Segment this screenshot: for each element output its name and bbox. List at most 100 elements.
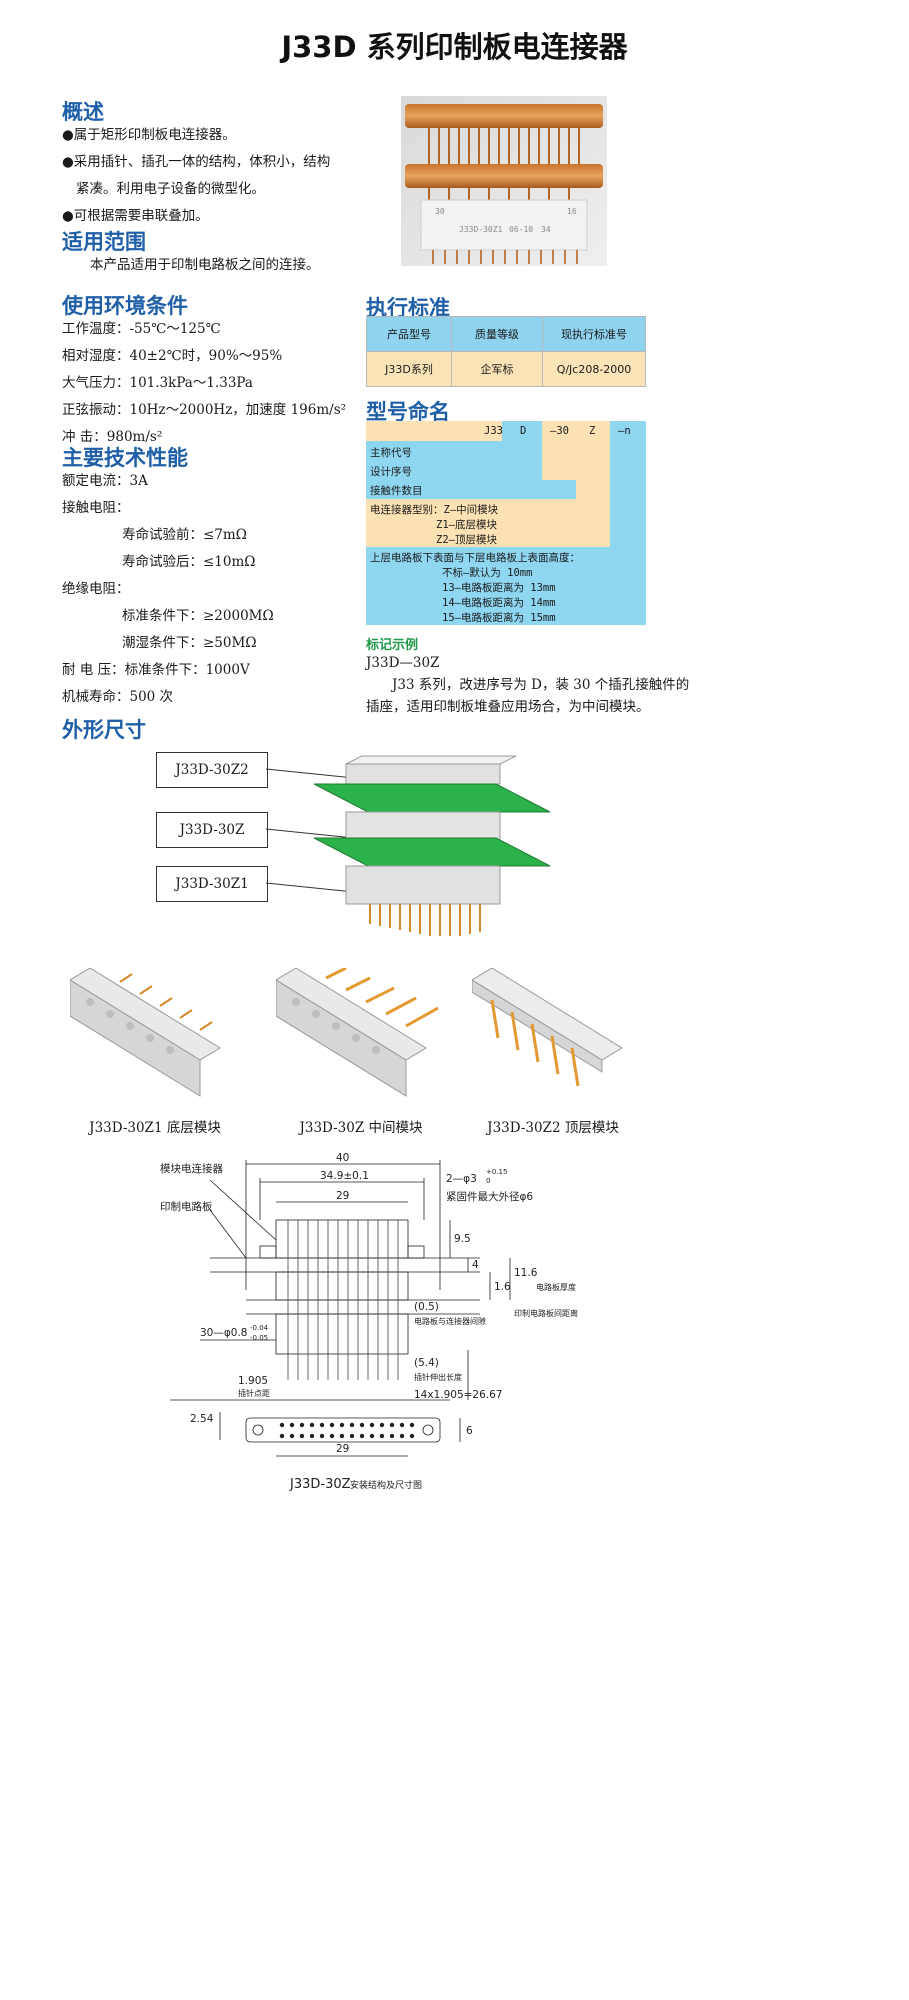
dim-29-bottom: 29 (336, 1443, 349, 1455)
dim-5-4-label: 插针伸出长度 (414, 1372, 462, 1382)
overview-bullet-2: ●采用插针、插孔一体的结构，体积小，结构 (62, 154, 331, 170)
photo-mark-34: 34 (541, 225, 551, 234)
dim-1-905: 1.905 (238, 1375, 268, 1387)
photo-mark-date: 06-10 (509, 225, 533, 234)
bottom-module-illustration (70, 968, 221, 1097)
naming-row-type-z1: Z1—底层模块 (436, 519, 497, 531)
caption-bottom-module: J33D-30Z1 底层模块 (89, 1120, 221, 1136)
dim-6: 6 (466, 1425, 473, 1437)
dim-1-6-label: 电路板厚度 (536, 1282, 576, 1292)
naming-row-height-15: 15—电路板距离为 15mm (442, 612, 556, 624)
drawing-caption-model: J33D-30Z (289, 1477, 351, 1492)
naming-row-design: 设计序号 (370, 466, 412, 478)
dim-fastener: 紧固件最大外径φ6 (446, 1190, 533, 1203)
naming-code-type: Z (589, 425, 596, 437)
env-vibration: 正弦振动：10Hz～2000Hz，加速度 196m/s² (62, 402, 347, 418)
standard-cell-number: Q/Jc208-2000 (542, 351, 646, 387)
stack-label-middle: J33D-30Z (156, 812, 268, 848)
env-humidity: 相对湿度：40±2℃时，90%～95% (62, 348, 283, 364)
spec-life: 机械寿命：500 次 (62, 689, 174, 705)
example-desc-1: J33 系列，改进序号为 D，装 30 个插孔接触件的 (392, 677, 690, 693)
env-pressure: 大气压力：101.3kPa～1.33Pa (62, 375, 253, 391)
naming-row-height-13: 13—电路板距离为 13mm (442, 582, 556, 594)
naming-row-series: 主称代号 (370, 447, 412, 459)
naming-code-design: D (520, 425, 527, 437)
specs-list: 额定电流：3A 接触电阻： 寿命试验前：≤7mΩ 寿命试验后：≤10mΩ 绝缘电… (62, 468, 362, 711)
dim-9-5: 9.5 (454, 1233, 471, 1245)
env-list: 工作温度：-55℃～125℃ 相对湿度：40±2℃时，90%～95% 大气压力：… (62, 316, 352, 451)
dim-pitch: 14x1.905=26.67 (414, 1389, 503, 1401)
spec-contact-before: 寿命试验前：≤7mΩ (122, 527, 247, 543)
standard-col-number: 现执行标准号 (542, 316, 646, 352)
naming-code-series: J33 (484, 425, 503, 437)
example-desc-2: 插座，适用印制板堆叠应用场合，为中间模块。 (366, 699, 650, 715)
dim-1-905-label: 插针点距 (238, 1388, 270, 1398)
dim-pin: 30—φ0.8 (200, 1327, 248, 1339)
dim-40: 40 (336, 1152, 349, 1164)
naming-code-height: —n (618, 425, 631, 437)
spec-insulation-humid: 潮湿条件下：≥50MΩ (122, 635, 257, 651)
dim-holes: 2—φ3 (446, 1173, 477, 1185)
specs-heading: 主要技术性能 (62, 446, 188, 470)
standard-table: 产品型号 质量等级 现执行标准号 J33D系列 企军标 Q/Jc208-2000 (366, 316, 646, 387)
naming-row-height: 上层电路板下表面与下层电路板上表面高度： (370, 552, 580, 564)
naming-heading: 型号命名 (366, 400, 450, 424)
dim-2-54: 2.54 (190, 1413, 214, 1425)
dim-0-5: (0.5) (414, 1301, 439, 1313)
dim-11-6: 11.6 (514, 1267, 538, 1279)
middle-module-illustration (276, 968, 439, 1097)
spec-contact: 接触电阻： (62, 500, 130, 516)
standard-col-model: 产品型号 (366, 316, 452, 352)
photo-mark-16: 16 (567, 207, 577, 216)
naming-code-contacts: —30 (550, 425, 569, 437)
naming-row-height-14: 14—电路板距离为 14mm (442, 597, 556, 609)
top-module-illustration (472, 968, 623, 1087)
standard-cell-grade: 企军标 (451, 351, 543, 387)
example-model: J33D—30Z (366, 655, 440, 671)
photo-mark-30: 30 (435, 207, 445, 216)
dim-holes-tol-lower: 0 (486, 1177, 490, 1185)
spec-insulation-std: 标准条件下：≥2000MΩ (122, 608, 274, 624)
naming-diagram: J33 D —30 Z —n 主称代号 设计序号 接触件数目 电连接器型别：Z—… (366, 421, 646, 625)
caption-middle-module: J33D-30Z 中间模块 (299, 1120, 423, 1136)
overview-bullet-2-cont: 紧凑。利用电子设备的微型化。 (76, 181, 265, 197)
stack-assembly-illustration (266, 755, 551, 936)
standard-cell-model: J33D系列 (366, 351, 452, 387)
example-heading: 标记示例 (366, 638, 419, 653)
overview-bullet-3: ●可根据需要串联叠加。 (62, 208, 209, 224)
dim-pin-tol-upper: -0.04 (250, 1324, 269, 1332)
stack-label-bottom: J33D-30Z1 (156, 866, 268, 902)
spec-current: 额定电流：3A (62, 473, 148, 489)
overview-list: ●属于矩形印制板电连接器。 ●采用插针、插孔一体的结构，体积小，结构 紧凑。利用… (62, 122, 362, 230)
naming-row-type-z2: Z2—顶层模块 (436, 534, 497, 546)
page-title: J33D 系列印制板电连接器 (281, 30, 628, 64)
naming-row-type: 电连接器型别：Z—中间模块 (370, 504, 499, 516)
env-temperature: 工作温度：-55℃～125℃ (62, 321, 221, 337)
photo-mark-model: J33D-30Z1 (459, 225, 503, 234)
dimension-drawing: 模块电连接器 印制电路板 40 34.9±0.1 29 2—φ3 +0.15 0… (160, 1152, 578, 1492)
env-heading: 使用环境条件 (62, 294, 188, 318)
stack-label-top: J33D-30Z2 (156, 752, 268, 788)
connector-photo-illustration: 30 J33D-30Z1 06-10 34 16 (401, 96, 607, 266)
dim-holes-tol-upper: +0.15 (486, 1168, 507, 1176)
dim-34-9: 34.9±0.1 (320, 1170, 369, 1182)
scope-heading: 适用范围 (62, 230, 146, 254)
dims-heading: 外形尺寸 (62, 718, 146, 742)
dim-1-6: 1.6 (494, 1281, 511, 1293)
drawing-caption-text: 安装结构及尺寸图 (350, 1479, 422, 1491)
naming-row-height-default: 不标—默认为 10mm (442, 567, 533, 579)
dim-4: 4 (472, 1259, 479, 1271)
spec-insulation: 绝缘电阻： (62, 581, 130, 597)
caption-top-module: J33D-30Z2 顶层模块 (487, 1120, 619, 1136)
naming-row-contacts: 接触件数目 (370, 485, 423, 497)
label-module-connector: 模块电连接器 (160, 1162, 223, 1175)
product-photo: 30 J33D-30Z1 06-10 34 16 (401, 96, 607, 266)
scope-text: 本产品适用于印制电路板之间的连接。 (90, 257, 320, 273)
dim-11-6-label: 印制电路板间距离 (514, 1308, 578, 1318)
spec-voltage: 耐 电 压：标准条件下：1000V (62, 662, 250, 678)
dim-pin-tol-lower: -0.05 (250, 1334, 268, 1342)
standard-col-grade: 质量等级 (451, 316, 543, 352)
dim-5-4: (5.4) (414, 1357, 439, 1369)
label-pcb: 印制电路板 (160, 1200, 213, 1213)
overview-heading: 概述 (62, 100, 104, 124)
